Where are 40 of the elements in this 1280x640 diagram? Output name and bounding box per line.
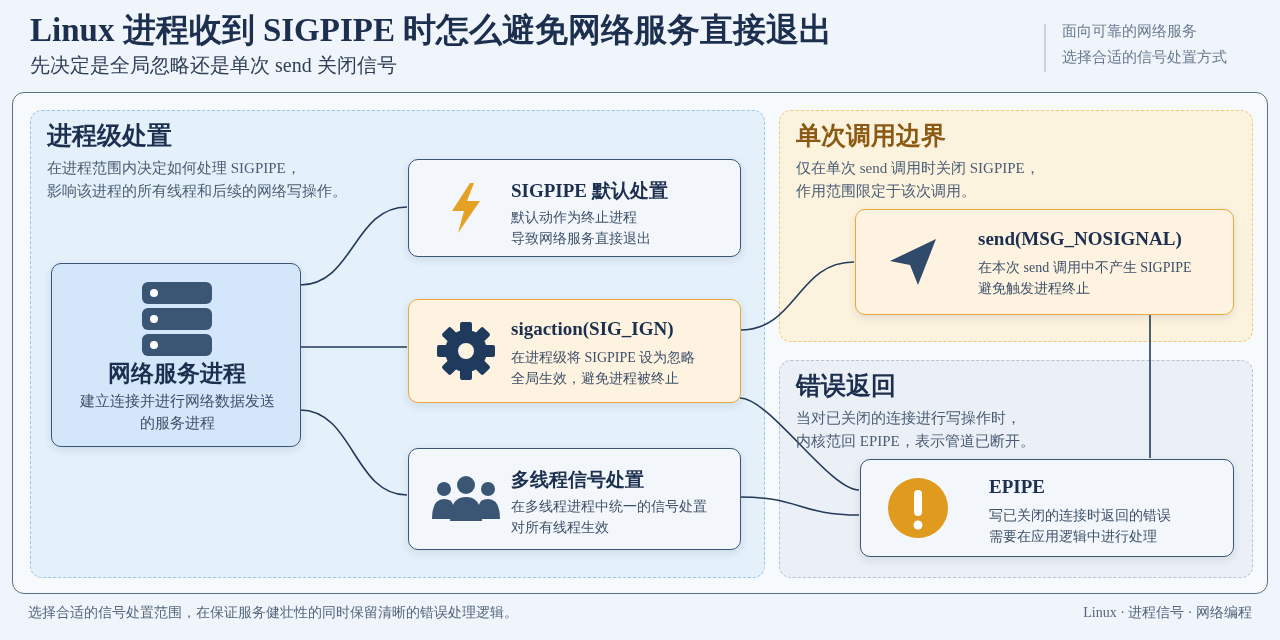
group-heading: 错误返回 — [796, 371, 896, 401]
group-heading: 进程级处置 — [47, 121, 172, 151]
side-note: 选择合适的信号处置方式 — [1062, 48, 1227, 67]
group-description: 仅在单次 send 调用时关闭 SIGPIPE，作用范围限定于该次调用。 — [796, 159, 1041, 201]
box-title: 多线程信号处置 — [511, 468, 644, 492]
box-description: 在进程级将 SIGPIPE 设为忽略全局生效，避免进程被终止 — [511, 349, 697, 388]
title: Linux 进程收到 SIGPIPE 时怎么避免网络服务直接退出 — [30, 11, 833, 50]
connector — [739, 496, 860, 516]
group-panel — [779, 360, 1253, 578]
process-box — [51, 263, 301, 447]
box-title: sigaction(SIG_IGN) — [511, 318, 674, 340]
box-title: send(MSG_NOSIGNAL) — [978, 228, 1182, 250]
group-heading: 单次调用边界 — [796, 121, 946, 151]
process-box — [855, 209, 1234, 315]
caption: 选择合适的信号处置范围，在保证服务健壮性的同时保留清晰的错误处理逻辑。 — [28, 604, 518, 622]
connector — [739, 261, 855, 331]
box-description: 在多线程进程中统一的信号处置对所有线程生效 — [511, 498, 708, 537]
connector — [739, 397, 860, 491]
group-panel — [30, 110, 765, 578]
box-title: SIGPIPE 默认处置 — [511, 179, 668, 203]
box-description: 默认动作为终止进程导致网络服务直接退出 — [511, 209, 652, 248]
box-description: 写已关闭的连接时返回的错误需要在应用逻辑中进行处理 — [989, 507, 1172, 546]
group-description: 当对已关闭的连接进行写操作时，内核范回 EPIPE，表示管道已断开。 — [796, 409, 1036, 451]
box-title: EPIPE — [989, 476, 1045, 498]
process-box — [860, 459, 1234, 557]
connector — [299, 409, 408, 496]
box-title: 网络服务进程 — [107, 360, 247, 388]
process-box — [408, 159, 741, 257]
connector — [299, 206, 408, 286]
group-panel — [779, 110, 1253, 342]
box-description: 建立连接并进行网络数据发送的服务进程 — [78, 392, 276, 433]
process-box — [408, 448, 741, 550]
connector — [1149, 313, 1151, 459]
subtitle: 先决定是全局忽略还是单次 send 关闭信号 — [30, 53, 397, 78]
side-note: 面向可靠的网络服务 — [1062, 22, 1197, 41]
group-description: 在进程范围内决定如何处理 SIGPIPE，影响该进程的所有线程和后续的网络写操作。 — [47, 159, 348, 201]
box-description: 在本次 send 调用中不产生 SIGPIPE避免触发进程终止 — [978, 259, 1193, 298]
connector — [299, 346, 408, 348]
footer-text: Linux · 进程信号 · 网络编程 — [1083, 604, 1252, 622]
process-box — [408, 299, 741, 403]
